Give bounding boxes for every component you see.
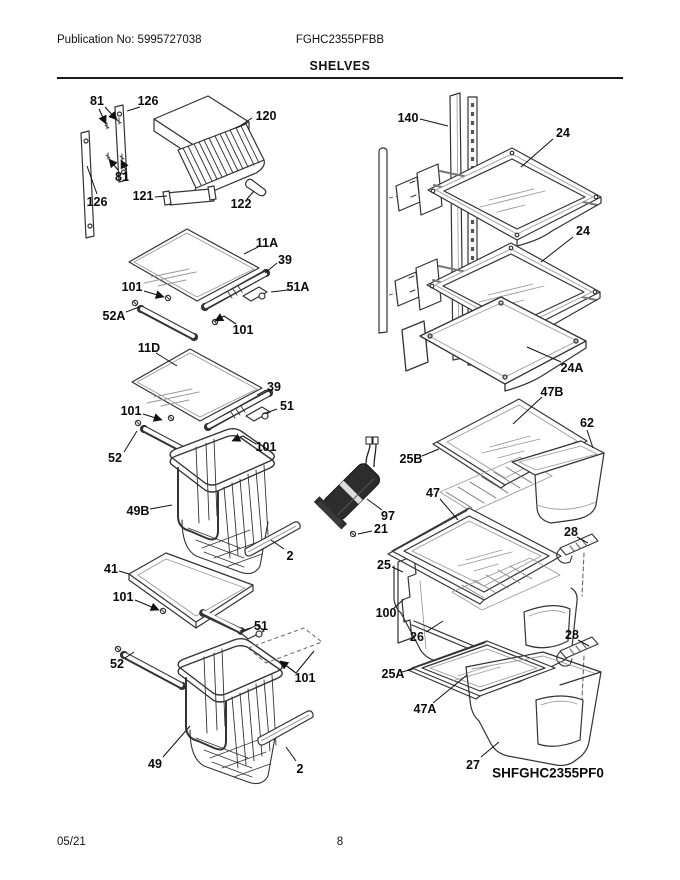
- model-variant-label: SHFGHC2355PF0: [492, 765, 604, 781]
- part-label-140: 140: [397, 110, 419, 125]
- trim-strip-2-drawing: [244, 521, 314, 746]
- title-divider: [57, 77, 623, 79]
- part-label-25A: 25A: [381, 666, 405, 681]
- part-label-47: 47: [426, 485, 440, 500]
- part-label-81: 81: [90, 93, 104, 108]
- shelf-11A-assembly-drawing: [128, 228, 271, 342]
- part-label-81: 81: [115, 169, 129, 184]
- part-label-27: 27: [466, 757, 480, 772]
- part-label-122: 122: [230, 196, 252, 211]
- bottom-drawer-assembly-drawing: [407, 640, 602, 767]
- part-label-2: 2: [296, 761, 304, 776]
- part-label-120: 120: [255, 108, 277, 123]
- part-label-101: 101: [255, 439, 277, 454]
- model-number: FGHC2355PFBB: [295, 34, 385, 46]
- part-label-39: 39: [278, 252, 292, 267]
- part-label-21: 21: [374, 521, 388, 536]
- wire-basket-49B-drawing: [169, 428, 275, 575]
- part-label-101: 101: [232, 322, 254, 337]
- part-label-51: 51: [280, 398, 294, 413]
- part-label-101: 101: [120, 403, 142, 418]
- pointer-arrows: [98, 106, 297, 674]
- part-label-47B: 47B: [540, 384, 564, 399]
- wire-basket-49-drawing: [177, 637, 284, 785]
- footer-date: 05/21: [57, 836, 86, 848]
- part-label-49B: 49B: [126, 503, 150, 518]
- auger-motor-97-drawing: [313, 436, 381, 538]
- cantilever-shelf-24-drawing: [395, 147, 602, 247]
- part-label-51: 51: [254, 618, 268, 633]
- crisper-drawer-62-drawing: [439, 440, 605, 524]
- drawer-clip-28-lower-drawing: [556, 636, 599, 700]
- part-label-101: 101: [112, 589, 134, 604]
- part-label-25B: 25B: [399, 451, 423, 466]
- part-label-24A: 24A: [560, 360, 584, 375]
- part-label-28: 28: [565, 627, 579, 642]
- part-label-52A: 52A: [102, 308, 126, 323]
- part-label-51A: 51A: [286, 279, 310, 294]
- part-label-101: 101: [121, 279, 143, 294]
- part-label-2: 2: [286, 548, 294, 563]
- shelf-120-drawing: [153, 95, 265, 198]
- part-label-28: 28: [564, 524, 578, 539]
- part-label-100: 100: [375, 605, 397, 620]
- part-label-97: 97: [381, 508, 395, 523]
- deli-drawer-assembly-drawing: [387, 507, 578, 685]
- part-label-24: 24: [556, 125, 570, 140]
- part-label-25: 25: [377, 557, 391, 572]
- part-label-121: 121: [132, 188, 154, 203]
- part-label-39: 39: [267, 379, 281, 394]
- part-label-24: 24: [576, 223, 590, 238]
- shelf-41-drawing: [114, 552, 265, 691]
- part-label-49: 49: [148, 756, 162, 771]
- part-label-126: 126: [86, 194, 108, 209]
- part-label-11D: 11D: [137, 340, 161, 355]
- part-label-47A: 47A: [413, 701, 437, 716]
- part-label-52: 52: [110, 656, 124, 671]
- spill-shelf-24A-drawing: [401, 296, 587, 392]
- page-title: SHELVES: [309, 59, 371, 73]
- part-label-52: 52: [108, 450, 122, 465]
- part-label-126: 126: [137, 93, 159, 108]
- crisper-cover-47B-drawing: [432, 398, 588, 489]
- part-label-11A: 11A: [255, 235, 279, 250]
- drawer-clip-28-drawing: [556, 533, 599, 597]
- rod-122-drawing: [244, 178, 267, 197]
- rail-121-drawing: [162, 185, 217, 206]
- part-label-41: 41: [104, 561, 118, 576]
- publication-number: Publication No: 5995727038: [57, 34, 202, 46]
- leader-lines: [86, 106, 594, 762]
- part-label-62: 62: [580, 415, 594, 430]
- part-label-101: 101: [294, 670, 316, 685]
- footer-page-number: 8: [336, 836, 344, 848]
- basket-position-outline: [247, 627, 324, 664]
- part-label-26: 26: [410, 629, 424, 644]
